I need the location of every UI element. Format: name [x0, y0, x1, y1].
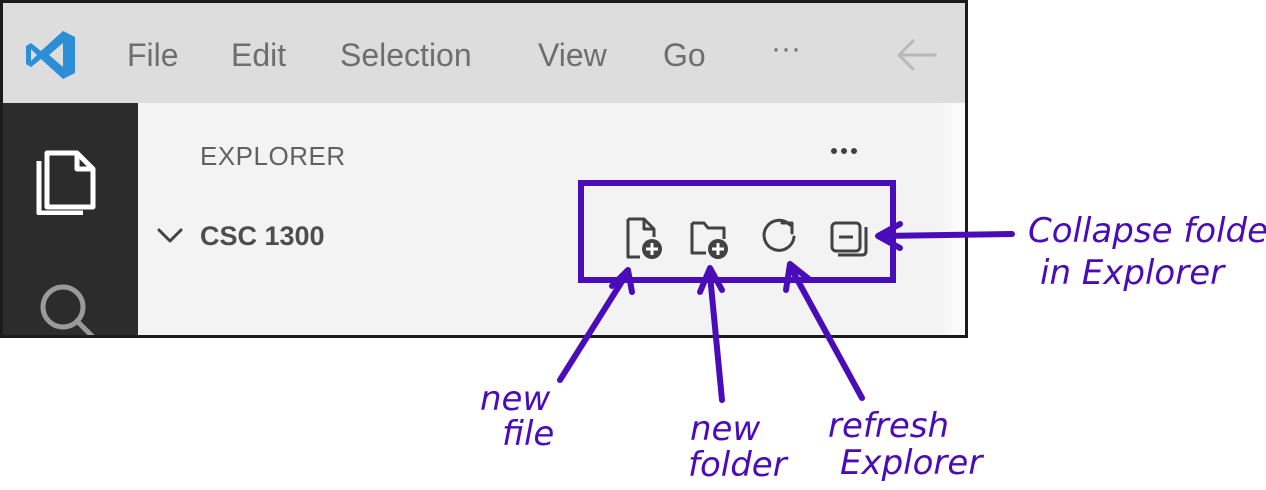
new-file-arrowhead: [609, 267, 635, 295]
refresh-arrow: [789, 267, 865, 401]
annotation-refresh-line1: refresh: [828, 406, 949, 446]
annotation-new-file-line1: new: [480, 379, 550, 419]
menu-view[interactable]: View: [538, 37, 607, 73]
search-icon[interactable]: [35, 279, 101, 338]
new-folder-arrow: [707, 272, 725, 403]
collapse-arrow: [879, 231, 1015, 239]
new-file-icon[interactable]: [622, 215, 666, 261]
menu-selection[interactable]: Selection: [340, 37, 472, 73]
highlight-box: [578, 180, 896, 283]
back-arrow-icon[interactable]: [893, 35, 939, 75]
activity-bar: [3, 103, 138, 338]
new-file-arrow: [557, 272, 629, 383]
annotation-new-folder-line2: folder: [688, 445, 789, 485]
folder-name[interactable]: CSC 1300: [200, 221, 325, 251]
collapse-arrowhead: [875, 221, 903, 251]
chevron-down-icon[interactable]: [156, 223, 184, 247]
menu-file[interactable]: File: [127, 37, 179, 73]
menu-more[interactable]: ···: [771, 32, 801, 65]
explorer-title: EXPLORER: [200, 141, 346, 171]
title-bar: File Edit Selection View Go ···: [3, 3, 965, 103]
vscode-logo-icon[interactable]: [23, 29, 79, 81]
annotation-new-folder-line1: new: [690, 409, 760, 449]
new-folder-icon[interactable]: [688, 215, 732, 261]
new-folder-arrowhead: [697, 265, 725, 295]
menu-go[interactable]: Go: [663, 37, 706, 73]
more-actions-icon[interactable]: [828, 141, 860, 161]
annotation-new-file-line2: file: [502, 414, 554, 454]
annotation-collapse-line1: Collapse folders: [1028, 211, 1266, 251]
refresh-arrowhead: [783, 261, 813, 293]
refresh-icon[interactable]: [758, 215, 802, 261]
collapse-folders-icon[interactable]: [828, 215, 872, 261]
files-icon[interactable]: [33, 139, 99, 215]
editor-edge: [938, 103, 965, 335]
annotation-refresh-line2: Explorer: [840, 443, 984, 483]
menu-edit[interactable]: Edit: [231, 37, 287, 73]
annotation-collapse-line2: in Explorer: [1040, 253, 1226, 293]
